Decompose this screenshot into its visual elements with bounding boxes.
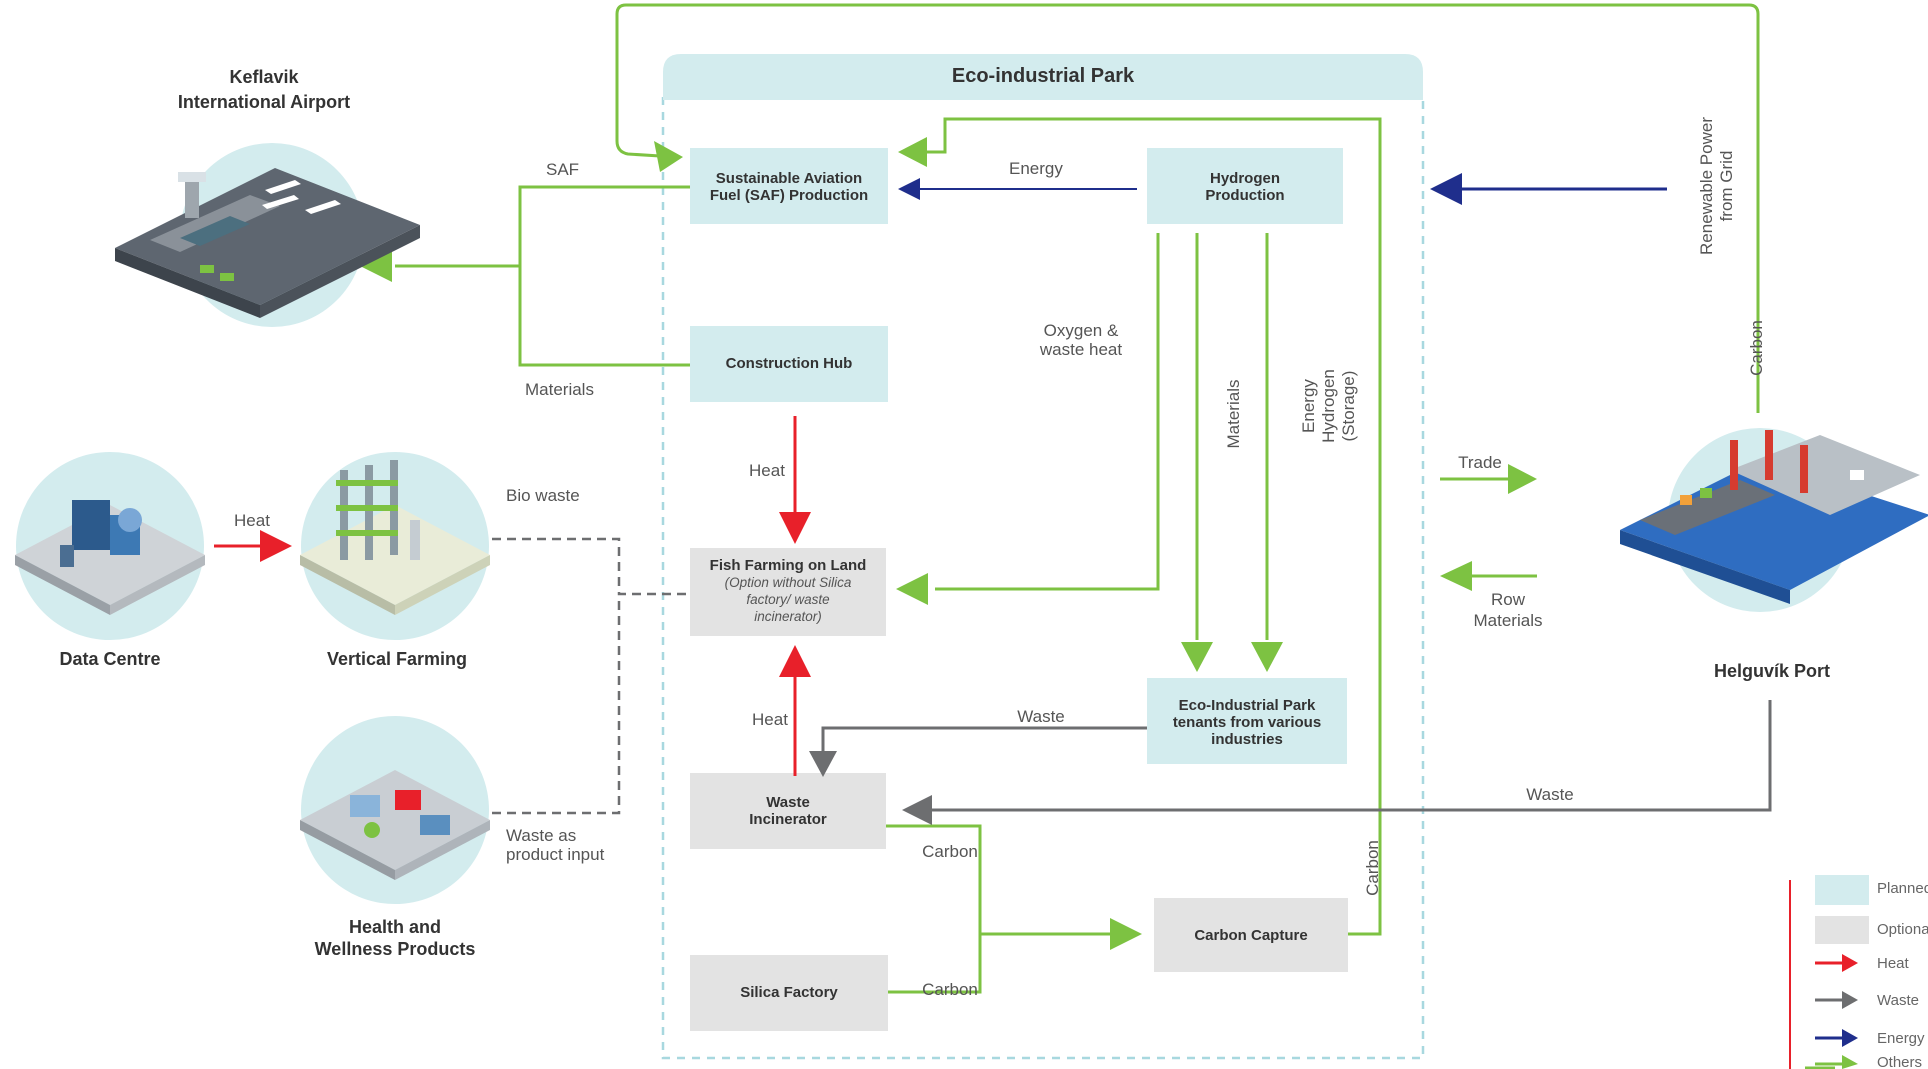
- incinerator-carbon-line: [886, 824, 1110, 936]
- legend-label-waste: Waste: [1877, 992, 1919, 1009]
- arrowhead-airport: [360, 250, 392, 282]
- health-label-line-2: Wellness Products: [315, 939, 476, 959]
- oxygen-line: [935, 233, 1160, 591]
- data-centre-illustration: [15, 452, 205, 640]
- airport-illustration: [115, 143, 420, 327]
- legend-swatch-planned: [1815, 875, 1869, 905]
- fish-note-line-2: factory/ waste: [746, 592, 829, 607]
- tenants-box-line-2: tenants from various: [1173, 714, 1321, 731]
- legend-arrow-energy: [1842, 1029, 1858, 1047]
- carbon-loop-line: [615, 3, 1760, 413]
- row-materials-label-line-2: Materials: [1474, 611, 1543, 630]
- renewable-label-line-1: Renewable Power: [1697, 117, 1716, 255]
- park-title: Eco-industrial Park: [952, 65, 1135, 87]
- eco-industrial-park-frame: Eco-industrial Park: [661, 54, 1425, 1060]
- materials-construction-label: Materials: [525, 380, 594, 399]
- port-illustration: [1620, 428, 1928, 612]
- port-label: Helguvík Port: [1714, 661, 1830, 681]
- waste-port-line: [932, 700, 1772, 812]
- fish-note-line-3: incinerator): [754, 609, 822, 624]
- arrowhead-trade: [1508, 464, 1537, 494]
- carbon-silica-label: Carbon: [922, 980, 978, 999]
- tenants-box-line-1: Eco-Industrial Park: [1179, 697, 1316, 714]
- materials-vertical-label: Materials: [1224, 380, 1243, 449]
- row-materials-label-line-1: Row: [1491, 590, 1526, 609]
- heat-incinerator-label: Heat: [752, 710, 788, 729]
- arrowhead-fish-oxygen: [896, 573, 928, 605]
- heat-construction-label: Heat: [749, 461, 785, 480]
- health-products-illustration: [300, 716, 490, 904]
- arrowhead-row-materials: [1440, 561, 1472, 591]
- incinerator-box-line-2: Incinerator: [749, 811, 827, 828]
- hydrogen-box-line-2: Production: [1205, 187, 1284, 204]
- fish-farming-box[interactable]: Fish Farming on Land (Option without Sil…: [690, 548, 886, 636]
- carbon-port-label: Carbon: [1747, 320, 1766, 376]
- legend-label-energy: Energy: [1877, 1030, 1925, 1047]
- arrowhead-saf-in-capture: [898, 137, 927, 167]
- carbon-capture-box-line-1: Carbon Capture: [1194, 927, 1307, 944]
- hydrogen-box-line-1: Hydrogen: [1210, 170, 1280, 187]
- carbon-capture-box[interactable]: Carbon Capture: [1154, 898, 1348, 972]
- silica-factory-box[interactable]: Silica Factory: [690, 955, 888, 1031]
- oxygen-label-line-1: Oxygen &: [1044, 321, 1119, 340]
- silica-box-line-1: Silica Factory: [740, 984, 838, 1001]
- vertical-farming-illustration: [300, 452, 490, 640]
- arrowhead-tenants-energy: [1251, 642, 1283, 672]
- hydrogen-production-box[interactable]: Hydrogen Production: [1147, 148, 1343, 224]
- trade-label: Trade: [1458, 453, 1502, 472]
- legend-arrow-others: [1842, 1055, 1858, 1069]
- data-centre-label: Data Centre: [59, 649, 160, 669]
- energy-hydrogen-label-line-1: Energy: [1299, 379, 1318, 433]
- construction-hub-box[interactable]: Construction Hub: [690, 326, 888, 402]
- saf-to-airport-line: [518, 185, 690, 367]
- energy-flow-label: Energy: [1009, 159, 1063, 178]
- arrowhead-tenants-materials: [1181, 642, 1213, 672]
- energy-hydrogen-label-line-3: (Storage): [1339, 371, 1358, 442]
- construction-box-line-1: Construction Hub: [726, 355, 853, 372]
- legend-arrow-heat: [1842, 954, 1858, 972]
- heat-datacentre-label: Heat: [234, 511, 270, 530]
- legend-label-optional: Optional: [1877, 921, 1928, 938]
- oxygen-label-line-2: waste heat: [1039, 340, 1122, 359]
- tenants-box-line-3: industries: [1211, 731, 1283, 748]
- legend-label-heat: Heat: [1877, 955, 1910, 972]
- saf-box-line-1: Sustainable Aviation: [716, 170, 862, 187]
- waste-tenants-line: [821, 726, 1147, 752]
- saf-production-box[interactable]: Sustainable Aviation Fuel (SAF) Producti…: [690, 148, 888, 224]
- fish-note-line-1: (Option without Silica: [725, 575, 852, 590]
- waste-port-label: Waste: [1526, 785, 1574, 804]
- bio-waste-dashed-line: [492, 537, 690, 815]
- waste-tenants-label: Waste: [1017, 707, 1065, 726]
- carbon-capture-up-label: Carbon: [1363, 840, 1382, 896]
- legend-label-planned: Planned: [1877, 880, 1928, 897]
- health-label-line-1: Health and: [349, 917, 441, 937]
- arrowhead-saf-in-loop: [654, 141, 683, 172]
- arrowhead-carbon-capture: [1110, 918, 1142, 950]
- waste-incinerator-box[interactable]: Waste Incinerator: [690, 773, 886, 849]
- legend-arrow-waste: [1842, 991, 1858, 1009]
- silica-carbon-line: [888, 934, 982, 994]
- bio-waste-label: Bio waste: [506, 486, 580, 505]
- legend-swatch-optional: [1815, 916, 1869, 944]
- legend: Planned Optional Heat Waste Energy Other…: [1789, 875, 1928, 1069]
- legend-label-others: Others: [1877, 1054, 1922, 1069]
- saf-box-line-2: Fuel (SAF) Production: [710, 187, 868, 204]
- energy-hydrogen-label-line-2: Hydrogen: [1319, 369, 1338, 443]
- waste-input-label-line-2: product input: [506, 845, 605, 864]
- carbon-capture-to-saf-line: [925, 117, 1382, 936]
- renewable-label-line-2: from Grid: [1717, 151, 1736, 222]
- airport-title-line-2: International Airport: [178, 92, 350, 112]
- vertical-farming-label: Vertical Farming: [327, 649, 467, 669]
- carbon-incinerator-label: Carbon: [922, 842, 978, 861]
- waste-input-label-line-1: Waste as: [506, 826, 576, 845]
- tenants-box[interactable]: Eco-Industrial Park tenants from various…: [1147, 678, 1347, 764]
- incinerator-box-line-1: Waste: [766, 794, 810, 811]
- fish-box-line-1: Fish Farming on Land: [710, 557, 867, 574]
- saf-flow-label: SAF: [546, 160, 579, 179]
- airport-title-line-1: Keflavik: [229, 67, 299, 87]
